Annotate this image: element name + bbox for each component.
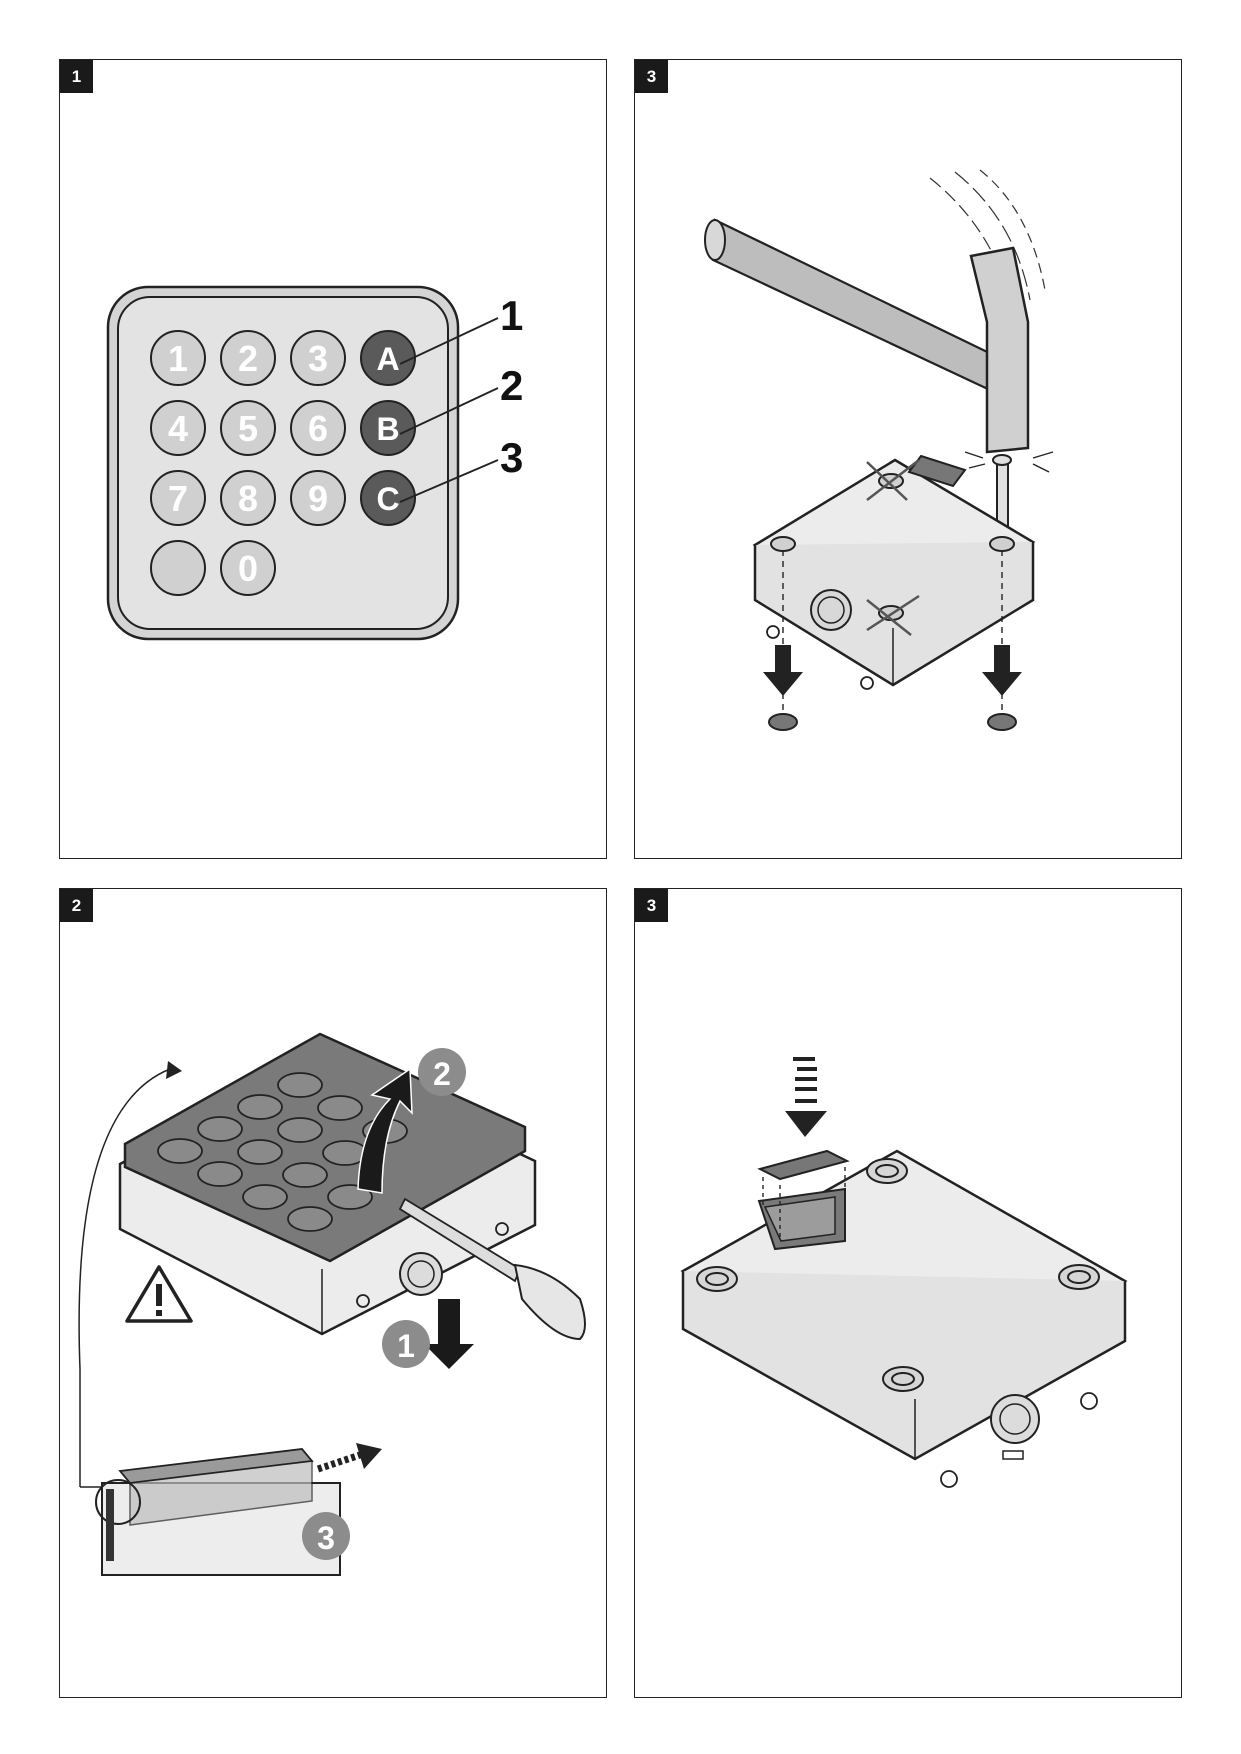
blank-key <box>150 540 206 596</box>
function-key-c: C <box>360 470 416 526</box>
panel-insert-cover: 3 <box>634 888 1182 1698</box>
step-2-marker: 2 <box>418 1048 466 1096</box>
svg-text:1: 1 <box>397 1328 415 1364</box>
digit-key: 0 <box>220 540 276 596</box>
callout-2: 2 <box>500 362 523 409</box>
svg-text:3: 3 <box>308 338 328 379</box>
panel-number: 2 <box>60 889 93 922</box>
svg-text:4: 4 <box>168 408 188 449</box>
svg-text:6: 6 <box>308 408 328 449</box>
svg-text:0: 0 <box>238 548 258 589</box>
callout-1: 1 <box>500 292 523 339</box>
callout-3: 3 <box>500 434 523 481</box>
digit-key: 1 <box>150 330 206 386</box>
function-key-a: A <box>360 330 416 386</box>
digit-key: 6 <box>290 400 346 456</box>
svg-text:9: 9 <box>308 478 328 519</box>
svg-text:5: 5 <box>238 408 258 449</box>
insert-cover-illustration <box>680 1057 1128 1488</box>
panel-keypad: 1 1 2 3 4 5 6 7 8 9 0 A B C 1 2 3 <box>59 59 607 859</box>
panel-number: 1 <box>60 60 93 93</box>
svg-text:7: 7 <box>168 478 188 519</box>
svg-text:3: 3 <box>317 1520 335 1556</box>
digit-key: 3 <box>290 330 346 386</box>
keypad-illustration: 1 2 3 4 5 6 7 8 9 0 A B C 1 2 3 <box>106 285 523 641</box>
remove-lid-illustration: 2 1 3 <box>78 1032 586 1576</box>
svg-text:C: C <box>376 481 399 517</box>
knockout-illustration <box>704 169 1054 731</box>
svg-text:8: 8 <box>238 478 258 519</box>
panel-number: 3 <box>635 60 668 93</box>
digit-key: 4 <box>150 400 206 456</box>
warning-icon <box>125 1265 193 1323</box>
step-1-marker: 1 <box>382 1320 430 1368</box>
svg-text:2: 2 <box>238 338 258 379</box>
svg-text:B: B <box>376 411 399 447</box>
digit-key: 7 <box>150 470 206 526</box>
panel-knockout: 3 <box>634 59 1182 859</box>
panel-number: 3 <box>635 889 668 922</box>
svg-text:A: A <box>376 341 399 377</box>
digit-key: 8 <box>220 470 276 526</box>
panel-remove-lid: 2 2 <box>59 888 607 1698</box>
svg-text:1: 1 <box>168 338 188 379</box>
digit-key: 9 <box>290 470 346 526</box>
svg-text:2: 2 <box>433 1056 451 1092</box>
function-key-b: B <box>360 400 416 456</box>
digit-key: 5 <box>220 400 276 456</box>
step-3-marker: 3 <box>302 1512 350 1560</box>
digit-key: 2 <box>220 330 276 386</box>
